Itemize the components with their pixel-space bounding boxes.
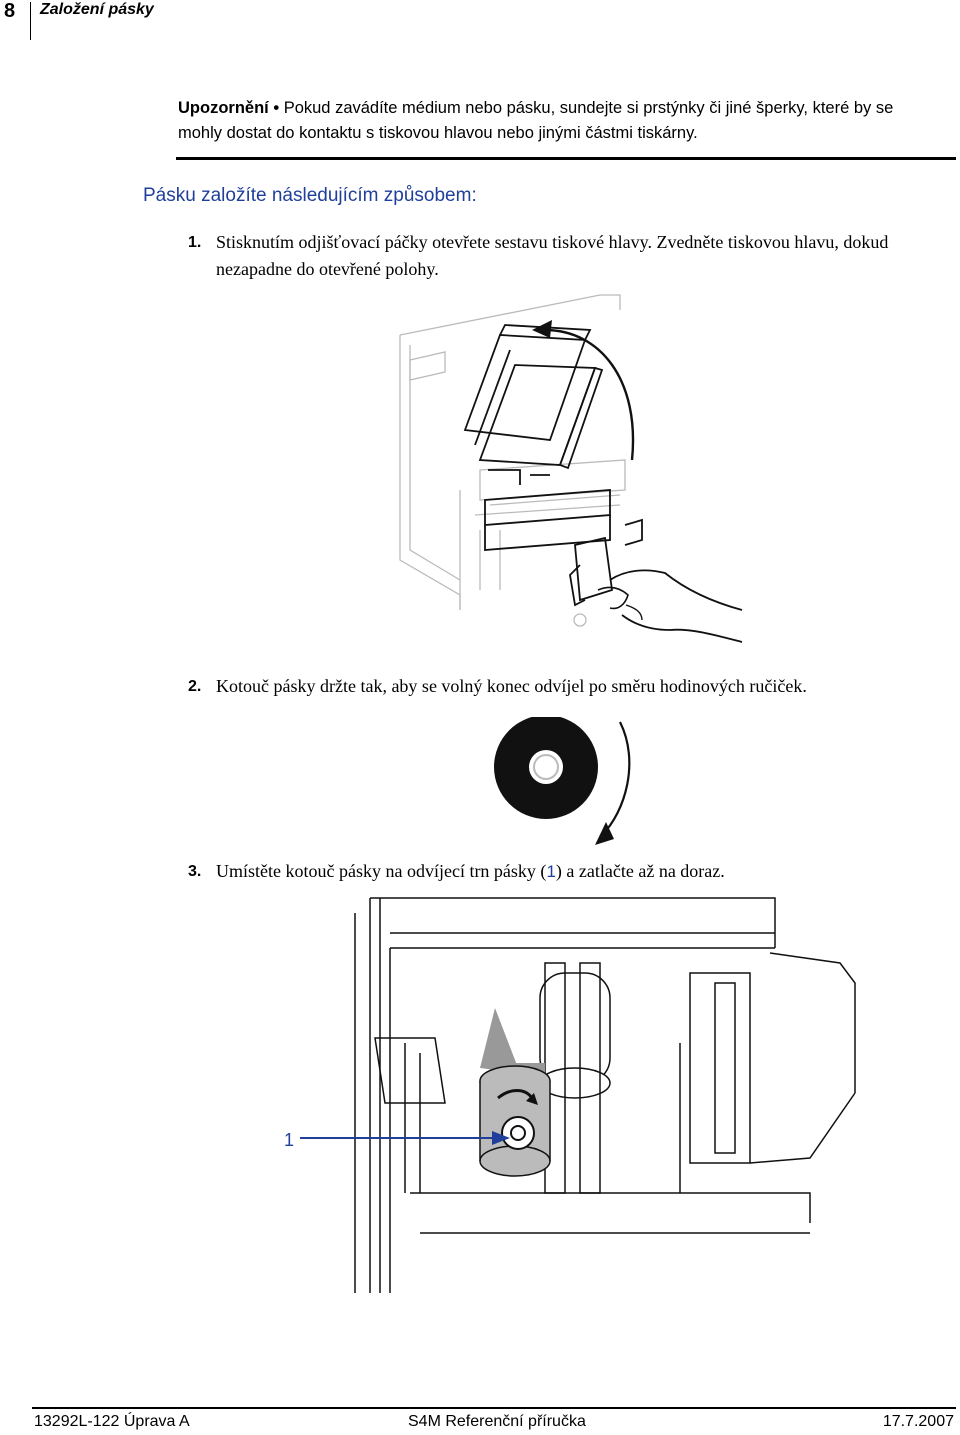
caution-text: Pokud zavádíte médium nebo pásku, sundej…	[178, 99, 894, 142]
step-text-before: Umístěte kotouč pásky na odvíjecí trn pá…	[216, 861, 547, 881]
caution-note: Upozornění • Pokud zavádíte médium nebo …	[178, 96, 938, 146]
step-number: 1.	[188, 234, 202, 251]
figure-ribbon-roll	[494, 717, 631, 845]
step-2: 2. Kotouč pásky držte tak, aby se volný …	[188, 673, 946, 700]
step-text-after: ) a zatlačte až na doraz.	[555, 861, 725, 881]
page-number: 8	[4, 0, 16, 22]
page-header-title: Založení pásky	[40, 1, 154, 18]
figure-open-printhead	[399, 294, 743, 643]
callout-reference: 1	[546, 862, 556, 881]
step-3: 3. Umístěte kotouč pásky na odvíjecí trn…	[188, 858, 946, 885]
header-divider	[30, 2, 31, 40]
footer-date: 17.7.2007	[882, 1413, 954, 1430]
footer-manual-title: S4M Referenční příručka	[408, 1413, 586, 1430]
figure-ribbon-spindle: 1	[284, 897, 856, 1293]
footer-doc-number: 13292L-122 Úprava A	[34, 1413, 190, 1430]
callout-label: 1	[284, 1130, 294, 1150]
caution-label: Upozornění •	[178, 99, 280, 117]
step-number: 3.	[188, 863, 202, 880]
note-divider	[176, 157, 956, 160]
step-number: 2.	[188, 678, 202, 695]
step-text: Kotouč pásky držte tak, aby se volný kon…	[216, 676, 807, 696]
step-1: 1. Stisknutím odjišťovací páčky otevřete…	[188, 229, 946, 283]
section-title: Pásku založíte následujícím způsobem:	[143, 185, 477, 206]
footer-divider	[32, 1407, 956, 1409]
step-text: Stisknutím odjišťovací páčky otevřete se…	[216, 232, 889, 279]
